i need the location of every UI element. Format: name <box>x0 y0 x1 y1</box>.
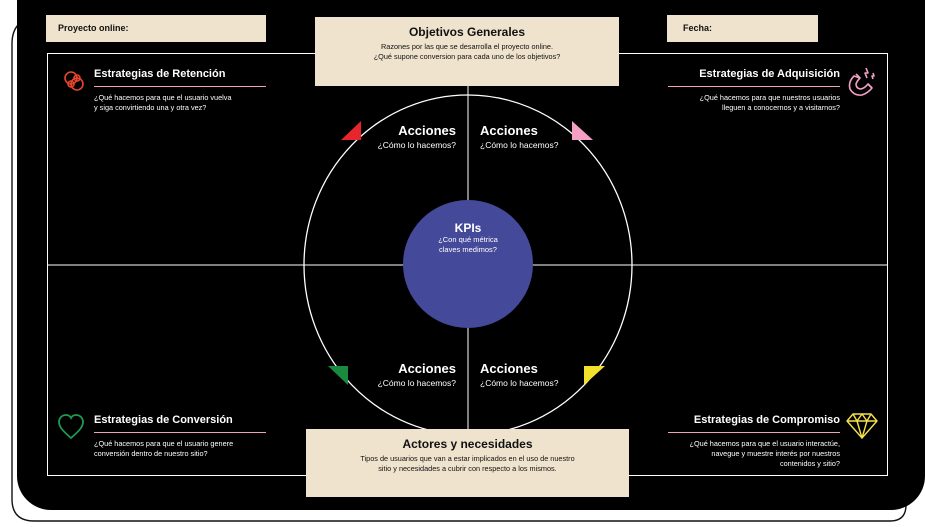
actions-title: Acciones <box>398 123 456 138</box>
kpi-line1: ¿Con qué métrica <box>438 235 498 244</box>
commitment-line1: ¿Qué hacemos para que el usuario interac… <box>689 439 840 448</box>
retention-line2: y siga convirtiendo una y otra vez? <box>94 102 207 112</box>
actions-title: Acciones <box>480 123 538 138</box>
objectives-line2: ¿Qué supone conversion para cada uno de … <box>373 51 561 61</box>
actions-bottom-left[interactable]: Acciones ¿Cómo lo hacemos? <box>365 361 456 388</box>
actions-top-right[interactable]: Acciones ¿Cómo lo hacemos? <box>480 123 580 150</box>
commitment-text: ¿Qué hacemos para que el usuario interac… <box>640 439 840 468</box>
retention-title: Estrategias de Retención <box>94 68 226 80</box>
commitment-line3: contenidos y sitio? <box>779 458 840 468</box>
conversion-title: Estrategias de Conversión <box>94 414 233 426</box>
actors-title: Actores y necesidades <box>402 437 533 451</box>
actors-line1: Tipos de usuarios que van a estar implic… <box>360 454 575 463</box>
kpi-line2: claves medimos? <box>439 244 497 254</box>
commitment-title: Estrategias de Compromiso <box>693 414 840 426</box>
actors-line2: sitio y necesidades a cubrir con respect… <box>378 463 557 473</box>
project-name-box[interactable]: Proyecto online: <box>46 15 266 42</box>
date-box[interactable]: Fecha: <box>667 15 818 42</box>
conversion-text: ¿Qué hacemos para que el usuario genere … <box>94 439 233 459</box>
conversion-underline <box>94 432 266 433</box>
conversion-line2: conversión dentro de nuestro sitio? <box>94 448 208 458</box>
actions-title: Acciones <box>480 361 538 376</box>
triangle-yellow-icon <box>584 366 605 385</box>
objectives-title: Objetivos Generales <box>408 25 526 39</box>
triangle-red-icon <box>341 121 361 140</box>
actions-top-left[interactable]: Acciones ¿Cómo lo hacemos? <box>365 123 456 150</box>
acquisition-line1: ¿Qué hacemos para que nuestros usuarios <box>699 93 840 102</box>
commitment-line2: navegue y muestre interés por nuestros <box>711 448 840 458</box>
actors-box[interactable]: Actores y necesidades Tipos de usuarios … <box>306 429 629 497</box>
actions-title: Acciones <box>398 361 456 376</box>
project-name-label: Proyecto online: <box>58 23 129 33</box>
triangle-green-icon <box>328 366 348 385</box>
date-label: Fecha: <box>683 23 713 33</box>
actions-question: ¿Cómo lo hacemos? <box>480 378 559 388</box>
actions-question: ¿Cómo lo hacemos? <box>377 378 456 388</box>
acquisition-line2: lleguen a conocernos y a visitarnos? <box>721 102 840 112</box>
actions-question: ¿Cómo lo hacemos? <box>377 140 456 150</box>
acquisition-title: Estrategias de Adquisición <box>699 68 840 80</box>
commitment-underline <box>668 432 840 433</box>
objectives-line1: Razones por las que se desarrolla el pro… <box>381 42 553 51</box>
retention-text: ¿Qué hacemos para que el usuario vuelva … <box>94 93 232 113</box>
acquisition-text: ¿Qué hacemos para que nuestros usuarios … <box>640 93 840 113</box>
triangle-pink-icon <box>572 121 593 140</box>
retention-underline <box>94 86 266 87</box>
conversion-line1: ¿Qué hacemos para que el usuario genere <box>94 439 234 448</box>
acquisition-underline <box>668 86 840 87</box>
kpi-title: KPIs <box>454 221 482 235</box>
objectives-box[interactable]: Objetivos Generales Razones por las que … <box>315 17 619 86</box>
actions-question: ¿Cómo lo hacemos? <box>480 140 559 150</box>
retention-line1: ¿Qué hacemos para que el usuario vuelva <box>94 93 232 102</box>
actions-bottom-right[interactable]: Acciones ¿Cómo lo hacemos? <box>480 361 580 388</box>
kpi-circle[interactable]: KPIs ¿Con qué métrica claves medimos? <box>403 200 533 328</box>
